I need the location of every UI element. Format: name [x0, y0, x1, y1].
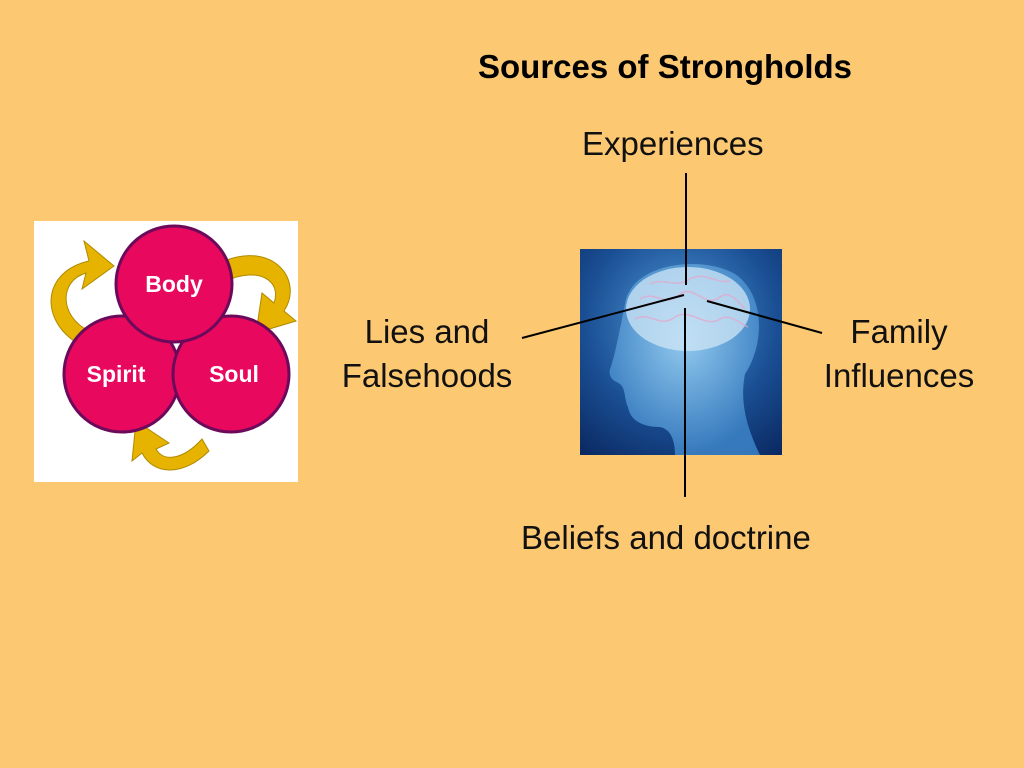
spirit-label: Spirit: [87, 361, 146, 387]
slide-title: Sources of Strongholds: [478, 48, 853, 85]
beliefs-label: Beliefs and doctrine: [521, 519, 811, 556]
lies-label-line2: Falsehoods: [341, 357, 513, 394]
experiences-label: Experiences: [582, 125, 764, 162]
cycle-arrow-icon: [223, 255, 298, 334]
family-label-line2: Influences: [823, 357, 975, 394]
body-label: Body: [145, 271, 203, 297]
body-spirit-soul-diagram: Body Spirit Soul: [34, 221, 298, 482]
cycle-arrow-icon: [50, 239, 115, 342]
soul-label: Soul: [209, 361, 259, 387]
lies-label: Lies and Falsehoods: [334, 310, 520, 398]
family-label-line1: Family: [850, 313, 948, 350]
cycle-arrow-icon: [131, 420, 210, 471]
lies-label-line1: Lies and: [364, 313, 490, 350]
family-label: Family Influences: [815, 310, 983, 398]
